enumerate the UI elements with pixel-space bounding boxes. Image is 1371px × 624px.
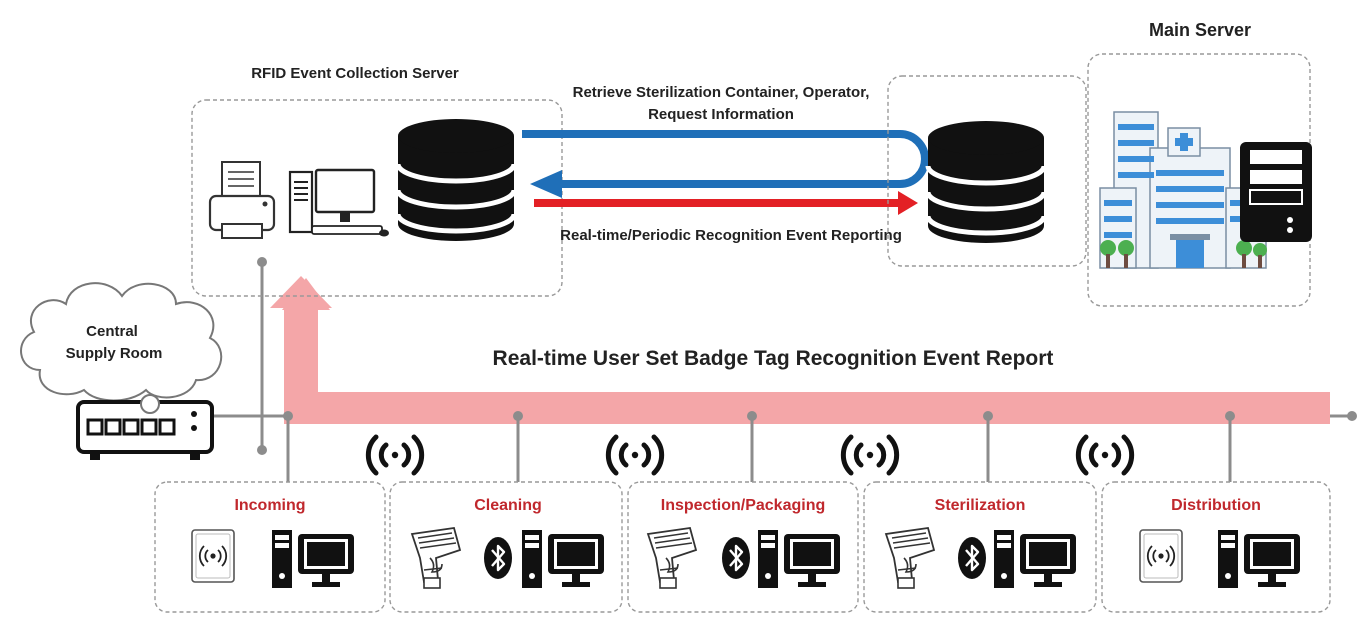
stage-label-sterilization: Sterilization: [935, 497, 1026, 514]
handheld-scanner-icon: [647, 527, 697, 589]
handheld-scanner-icon: [411, 527, 461, 589]
badge-report-arrow-shaft: [284, 306, 318, 410]
supply-room-label-line1: Central: [86, 323, 138, 340]
stage-box-sterilization: [863, 481, 1097, 613]
bluetooth-icon: [482, 535, 514, 581]
retrieve-arrowhead: [530, 170, 562, 198]
desktop-pc-icon: [288, 168, 389, 237]
badge-report-arrow: [282, 278, 1330, 404]
stage-label-cleaning: Cleaning: [474, 497, 542, 514]
rfid-server-title: RFID Event Collection Server: [251, 65, 459, 82]
network-switch-icon: [76, 394, 214, 460]
stage-label-distribution: Distribution: [1171, 497, 1261, 514]
node-dot: [283, 411, 293, 421]
reporting-label: Real-time/Periodic Recognition Event Rep…: [560, 227, 902, 244]
wireless-signal-icon: [608, 437, 661, 473]
bus-end-dot: [1347, 411, 1357, 421]
reporting-arrowhead: [898, 191, 918, 215]
computer-icon: [758, 530, 840, 588]
stage-label-incoming: Incoming: [234, 497, 305, 514]
wireless-signal-icon: [368, 437, 421, 473]
rfid-database-icon: [398, 119, 514, 241]
node-dot: [513, 411, 523, 421]
badge-report-title: Real-time User Set Badge Tag Recognition…: [493, 347, 1054, 370]
node-dot: [747, 411, 757, 421]
rfid-reader-icon: [191, 529, 235, 583]
computer-icon: [994, 530, 1076, 588]
main-server-db-box: [887, 75, 1087, 267]
retrieve-label-line1: Retrieve Sterilization Container, Operat…: [573, 84, 870, 101]
main-server-title: Main Server: [1149, 20, 1251, 40]
bluetooth-icon: [956, 535, 988, 581]
retrieve-label-line2: Request Information: [648, 106, 794, 123]
rfid-reader-icon: [1139, 529, 1183, 583]
computer-icon: [1218, 530, 1300, 588]
bluetooth-icon: [720, 535, 752, 581]
node-dot: [257, 445, 267, 455]
stage-label-inspection: Inspection/Packaging: [661, 497, 825, 514]
printer-icon: [208, 161, 276, 239]
badge-report-arrowhead: [270, 276, 332, 308]
wireless-signal-icon: [843, 437, 896, 473]
handheld-scanner-icon: [885, 527, 935, 589]
stage-box-cleaning: [389, 481, 623, 613]
node-dot: [257, 257, 267, 267]
computer-icon: [272, 530, 354, 588]
server-rack-icon: [1240, 142, 1312, 242]
main-database-icon: [928, 121, 1044, 243]
supply-room-cloud: [20, 282, 223, 402]
rfid-server-box: [191, 99, 563, 297]
computer-icon: [522, 530, 604, 588]
retrieve-arrow: [522, 130, 929, 188]
badge-report-band: [284, 398, 1330, 424]
node-dot: [983, 411, 993, 421]
node-dot: [1225, 411, 1235, 421]
supply-room-label-line2: Supply Room: [66, 345, 163, 362]
stage-box-distribution: [1101, 481, 1331, 613]
wireless-signal-icon: [1078, 437, 1131, 473]
